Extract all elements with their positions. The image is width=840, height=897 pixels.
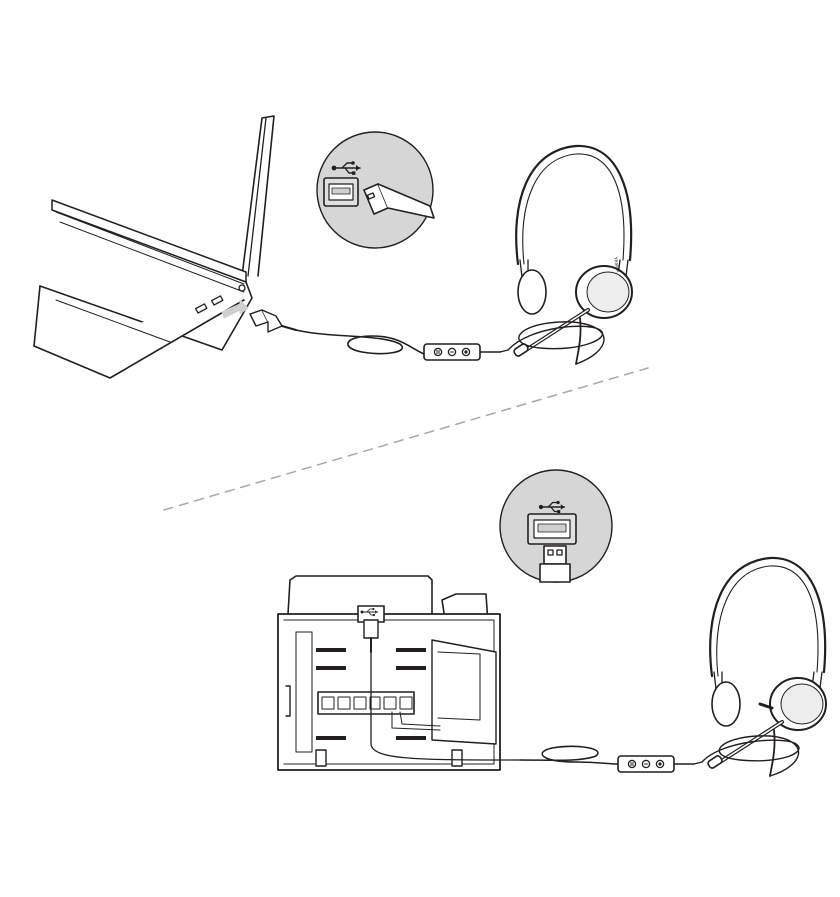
usb-port-magnifier <box>316 131 435 249</box>
headset-brand-label: Yealink <box>612 256 621 273</box>
inline-control-box <box>423 343 481 361</box>
insert-arrow-icon <box>221 299 249 319</box>
desk-phone <box>277 575 521 771</box>
headset-cable <box>499 321 605 365</box>
laptop <box>33 115 275 379</box>
usb-cable-phone <box>519 745 619 765</box>
headset-cable-phone <box>693 735 800 777</box>
usb-port-magnifier-phone <box>499 469 613 583</box>
usb-cable <box>295 329 425 355</box>
headset-top: Yealink <box>510 143 634 366</box>
section-divider <box>163 367 649 511</box>
usb-plug <box>249 309 297 333</box>
inline-control-box-phone <box>617 755 675 773</box>
